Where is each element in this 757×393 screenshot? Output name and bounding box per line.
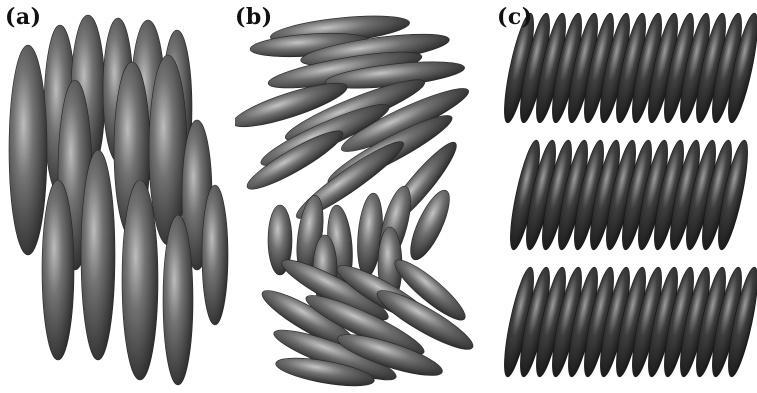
panel-a: (a) [0,0,235,393]
panel-label-b: (b) [235,4,273,30]
ellipsoid [122,180,158,380]
panel-c: (c) [497,0,757,393]
ellipsoid [42,180,74,360]
panel-label-a: (a) [5,4,42,30]
panel-b-graphic [235,0,497,393]
ellipsoid [202,185,228,325]
ellipsoid [9,45,47,255]
panel-label-c: (c) [497,4,533,30]
panel-a-graphic [0,0,235,393]
ellipsoid [163,215,193,385]
panel-b: (b) [235,0,497,393]
ellipsoid [81,150,115,360]
panel-c-graphic [497,0,757,393]
